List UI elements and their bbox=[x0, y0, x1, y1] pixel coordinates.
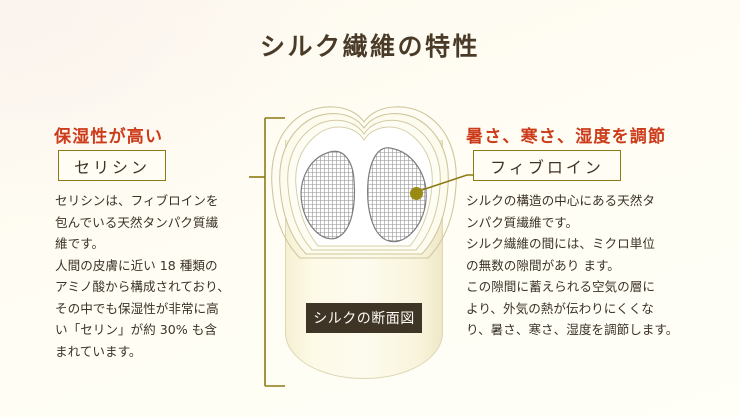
sericin-label-box: セリシン bbox=[58, 150, 166, 181]
page-title: シルク繊維の特性 bbox=[259, 34, 480, 61]
left-heading: 保湿性が高い bbox=[54, 127, 164, 146]
fibroin-description: シルクの構造の中心にある天然タ ンパク質繊維です。 シルク繊維の間には、ミクロ単… bbox=[466, 193, 679, 337]
silk-cross-section-diagram bbox=[271, 106, 457, 259]
fibroin-marker-dot bbox=[410, 187, 423, 200]
sericin-description: セリシンは、フィブロインを 包んでいる天然タンパク質繊 維です。 人間の皮膚に近… bbox=[55, 193, 230, 359]
fibroin-label-box: フィブロイン bbox=[473, 150, 621, 181]
sericin-connector-bracket bbox=[249, 117, 285, 387]
right-heading: 暑さ、寒さ、湿度を調節 bbox=[466, 127, 667, 146]
diagram-caption: シルクの断面図 bbox=[306, 303, 422, 333]
